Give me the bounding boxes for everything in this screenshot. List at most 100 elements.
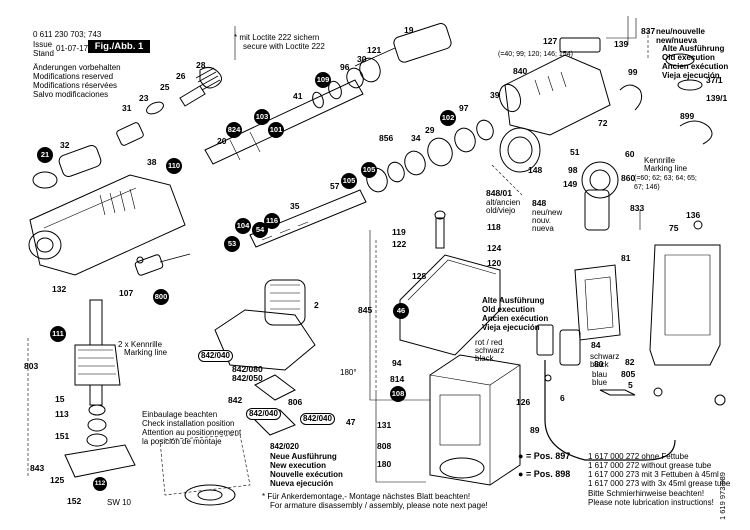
part-38: 38 <box>147 157 157 167</box>
doc-id: 1 619 973 089 <box>718 472 727 520</box>
badge-104: 104 <box>235 218 251 234</box>
badge-824: 824 <box>226 122 242 138</box>
notice-1: Änderungen vorbehalten <box>33 63 121 72</box>
part-122: 122 <box>392 239 407 249</box>
part-5: 5 <box>628 380 633 390</box>
grease-898-line2: 1 617 000 273 with 3x 45ml grease tube <box>588 479 731 488</box>
install-notice-4: la posición de montaje <box>142 437 222 446</box>
part-82: 82 <box>625 357 635 367</box>
part-99: 99 <box>628 67 638 77</box>
part-15: 15 <box>55 394 65 404</box>
badge-109: 109 <box>315 72 331 88</box>
angle-label: 180° <box>340 368 357 377</box>
wire2-color-3: blau <box>592 370 608 379</box>
part-121: 121 <box>367 45 382 55</box>
badge-102: 102 <box>440 110 456 126</box>
part-139-1: 139/1 <box>706 93 728 103</box>
header-date: 01-07-17 <box>56 44 89 53</box>
grease-pos-898: ● = Pos. 898 <box>518 469 571 479</box>
part-149: 149 <box>563 179 578 189</box>
part-124: 124 <box>487 243 502 253</box>
variants-860: (=60; 62; 63; 64; 65; 67; 146) <box>634 175 697 191</box>
grease-pos-897-text: = Pos. 897 <box>525 451 571 461</box>
grease-897-line1: 1 617 000 272 ohne Fettube <box>588 452 689 461</box>
part-127: 127 <box>543 36 558 46</box>
neu-new-3: nueva <box>532 224 554 233</box>
wire2-color-4: blue <box>592 378 608 387</box>
grease-897-line2: 1 617 000 272 without grease tube <box>588 461 712 470</box>
old-exec-2: Old execution <box>662 53 715 62</box>
stand-label: Stand <box>33 49 54 58</box>
header-code: 0 611 230 703; 743 <box>33 30 102 39</box>
issue-label: Issue <box>33 40 53 49</box>
part-37-1: 37/1 <box>706 75 723 85</box>
part-132: 132 <box>52 284 67 294</box>
oval-842-040-b: 842/040 <box>300 413 335 425</box>
part-81: 81 <box>621 253 631 263</box>
part-23: 23 <box>139 93 149 103</box>
part-26: 26 <box>176 71 186 81</box>
badge-101: 101 <box>268 122 284 138</box>
figure-label: Fig./Abb. 1 <box>88 40 150 53</box>
part-125: 125 <box>50 475 65 485</box>
new-exec-1: Neue Ausführung <box>270 452 337 461</box>
install-notice-3: Attention au positionnement <box>142 428 242 437</box>
old-exec2-1: Alte Ausführung <box>482 296 545 305</box>
oval-842-040-c: 842/040 <box>246 408 281 420</box>
part-833: 833 <box>630 203 645 213</box>
old-exec-4: Vieja ejecución <box>662 71 720 80</box>
lub-note-2: Please note lubrication instructions! <box>588 498 714 507</box>
old-exec2-4: Vieja ejecución <box>482 323 540 332</box>
part-139: 139 <box>614 39 629 49</box>
badge-112: 112 <box>93 477 107 491</box>
part-41: 41 <box>293 91 303 101</box>
part-84: 84 <box>591 340 601 350</box>
badge-53: 53 <box>224 236 240 252</box>
part-842-050: 842/050 <box>232 373 263 383</box>
alt-neu-2: old/viejo <box>486 206 516 215</box>
part-35: 35 <box>290 201 300 211</box>
part-136: 136 <box>686 210 701 220</box>
part-2: 2 <box>314 300 319 310</box>
install-notice-1: Einbaulage beachten <box>142 410 218 419</box>
part-128: 128 <box>412 271 427 281</box>
part-6: 6 <box>560 393 565 403</box>
neu-new-1: neu/new <box>532 208 563 217</box>
part-805: 805 <box>621 369 636 379</box>
part-107: 107 <box>119 288 134 298</box>
notice-4: Salvo modificaciones <box>33 90 109 99</box>
part-131: 131 <box>377 420 392 430</box>
grease-pos-897: ● = Pos. 897 <box>518 451 571 461</box>
grease-pos-898-text: = Pos. 898 <box>525 469 571 479</box>
badge-110: 110 <box>166 158 182 174</box>
part-120: 120 <box>487 258 502 268</box>
part-126: 126 <box>516 397 531 407</box>
old-exec-1: Alte Ausführung <box>662 44 725 53</box>
old-exec-3: Ancien exécution <box>662 62 729 71</box>
part-29: 29 <box>425 125 435 135</box>
sw-label: SW 10 <box>107 498 132 507</box>
part-51: 51 <box>570 147 580 157</box>
part-806: 806 <box>288 397 303 407</box>
new-exec-4: Nueva ejecución <box>270 479 334 488</box>
part-113-a: 113 <box>55 409 69 419</box>
wire-color-2: schwarz <box>475 346 505 355</box>
wire2-color-1: schwarz <box>590 352 620 361</box>
badge-54: 54 <box>252 222 268 238</box>
notice-3: Modifications réservées <box>33 81 118 90</box>
old-exec2-3: Ancien exécution <box>482 314 549 323</box>
badge-111: 111 <box>50 326 66 342</box>
new-label-1: neu/nouvelle <box>656 27 705 36</box>
wire2-color-2: black <box>590 360 609 369</box>
part-72: 72 <box>598 118 608 128</box>
oval-842-040-a: 842/040 <box>198 350 233 362</box>
part-151: 151 <box>55 431 70 441</box>
badge-800: 800 <box>153 289 169 305</box>
badge-116: 116 <box>264 213 280 229</box>
kennrille2-2: Marking line <box>124 348 168 357</box>
part-39: 39 <box>490 90 500 100</box>
label-842-020: 842/020 <box>270 442 299 451</box>
loctite-text-1: mit Loctite 222 sichern <box>239 33 320 42</box>
part-98: 98 <box>568 165 578 175</box>
